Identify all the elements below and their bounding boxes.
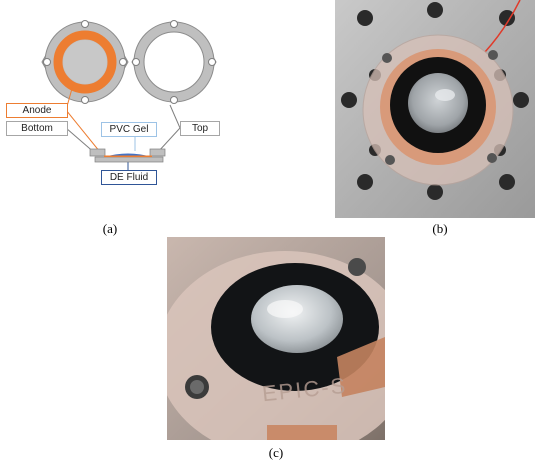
- panel-b-photo: (b): [335, 0, 535, 218]
- top-plate: [131, 20, 217, 104]
- panel-c-photo: EPIC-S: [167, 237, 385, 440]
- anode-label: Anode: [6, 103, 68, 118]
- top-plate-hole: [170, 20, 178, 28]
- bottom-label: Bottom: [6, 121, 68, 136]
- photo-b-image: [335, 0, 535, 218]
- top-plate-hole: [132, 58, 140, 66]
- bottom-plate-hole: [119, 58, 127, 66]
- panel-c-label: (c): [268, 445, 284, 460]
- photo-c-image: [167, 237, 385, 440]
- bottom-plate: [41, 20, 129, 104]
- top-plate-hole: [208, 58, 216, 66]
- de-fluid-label: DE Fluid: [101, 170, 157, 185]
- diagram-drawing: [41, 20, 217, 170]
- cross-section: [89, 148, 166, 163]
- leader-lines: [65, 84, 181, 170]
- top-label: Top: [180, 121, 220, 136]
- panel-a-diagram: Anode Bottom PVC Gel Top DE Fluid (a): [0, 0, 230, 236]
- bottom-plate-hole: [81, 96, 89, 104]
- pvc-gel-label: PVC Gel: [101, 122, 157, 137]
- top-plate-hole: [170, 96, 178, 104]
- anode-ring: [53, 30, 117, 94]
- bottom-plate-hole: [81, 20, 89, 28]
- bottom-plate-hole: [43, 58, 51, 66]
- panel-a-label: (a): [102, 221, 118, 236]
- panel-b-caption: (b): [432, 221, 448, 236]
